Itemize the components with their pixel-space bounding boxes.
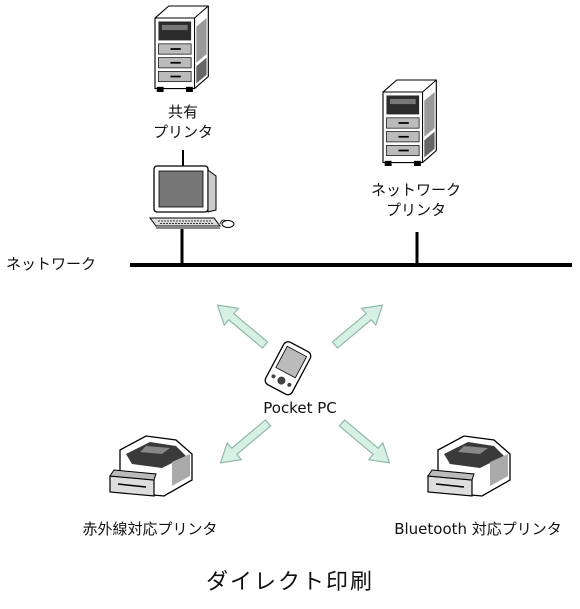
arrow-to-network-printer bbox=[327, 296, 391, 355]
network-printer-label-line1: ネットワーク bbox=[370, 181, 461, 199]
shared-printer-label-line1: 共有 bbox=[167, 103, 198, 121]
arrow-to-bt-printer bbox=[334, 413, 398, 472]
pocket-pc-label: Pocket PC bbox=[263, 399, 337, 417]
bt-printer-label: Bluetooth 対応プリンタ bbox=[394, 520, 562, 538]
ir-printer-label: 赤外線対応プリンタ bbox=[82, 520, 218, 538]
arrow-to-computer bbox=[209, 296, 273, 355]
shared-printer-label-line2: プリンタ bbox=[152, 123, 213, 141]
tower-printer-icon bbox=[154, 5, 210, 93]
desktop-computer-icon bbox=[149, 165, 235, 229]
network-printer-label: ネットワーク プリンタ bbox=[355, 180, 477, 220]
shared-printer-label: 共有 プリンタ bbox=[143, 102, 223, 142]
network-label: ネットワーク bbox=[6, 255, 97, 273]
diagram-caption: ダイレクト印刷 bbox=[205, 570, 374, 595]
arrow-to-ir-printer bbox=[212, 413, 276, 472]
tower-printer-icon bbox=[382, 79, 438, 167]
laser-printer-icon bbox=[109, 435, 193, 497]
pocket-pc-icon bbox=[264, 341, 312, 396]
network-printer-label-line2: プリンタ bbox=[385, 201, 446, 219]
laser-printer-icon bbox=[427, 435, 511, 497]
